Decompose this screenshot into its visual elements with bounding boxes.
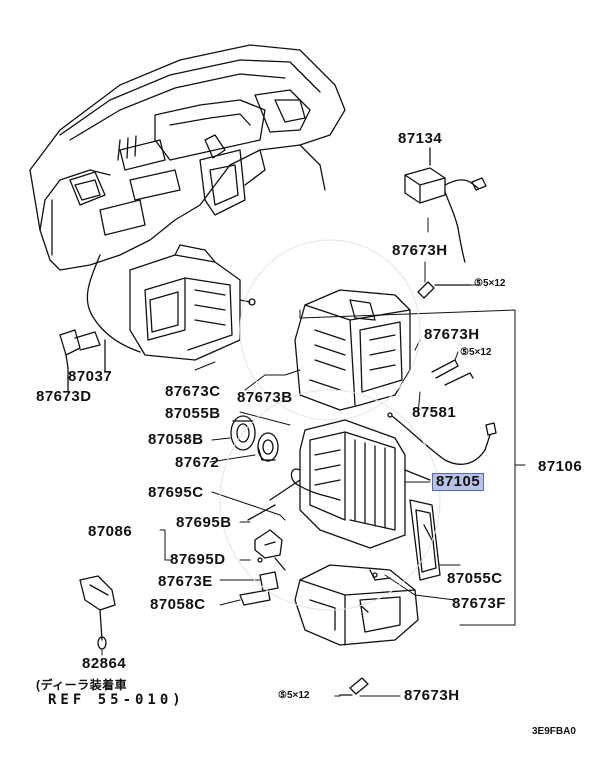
leader-lines (101, 217, 526, 697)
screws-87673h-right-drawing (431, 359, 474, 386)
cover-87055c-drawing (409, 499, 441, 581)
part-87673e-label: 87673E (158, 573, 213, 590)
part-87673h-top-label: 87673H (392, 242, 448, 259)
part-87672-label: 87672 (175, 454, 220, 471)
part-87055b-label: 87055B (165, 405, 221, 422)
part-87581-label: 87581 (412, 404, 457, 421)
drain-hose-drawing (239, 571, 279, 606)
screw-87673h-bottom-drawing (339, 677, 369, 696)
part-87695c-label: 87695C (148, 484, 204, 501)
part-87086-label: 87086 (88, 523, 133, 540)
part-82864-label: 82864 (82, 655, 127, 672)
screw-size-bottom-label: ⑤5×12 (278, 690, 310, 701)
dashboard-drawing (29, 44, 346, 271)
part-87134-label: 87134 (398, 130, 443, 147)
watermark (219, 239, 441, 611)
part-87055c-label: 87055C (447, 570, 503, 587)
part-87058c-label: 87058C (150, 596, 206, 613)
part-87058b-label: 87058B (148, 431, 204, 448)
diagram-code: 3E9FBA0 (532, 726, 576, 737)
gaskets-drawing (230, 415, 279, 462)
reference-note: REF 55-010) (48, 692, 185, 708)
part-87673d-label: 87673D (36, 388, 92, 405)
part-87037-label: 87037 (68, 368, 113, 385)
sensor-82864-drawing (79, 575, 116, 650)
screw-size-top-label: ⑤5×12 (474, 278, 506, 289)
part-87695b-label: 87695B (176, 514, 232, 531)
expansion-valve-drawing (247, 504, 286, 571)
part-87673b-label: 87673B (237, 389, 293, 406)
screw-size-right-label: ⑤5×12 (460, 347, 492, 358)
dealer-note: (ディーラ装着車 (36, 678, 128, 692)
part-87673f-label: 87673F (452, 595, 506, 612)
part-87673c-label: 87673C (165, 383, 221, 400)
part-87673h-right-label: 87673H (424, 326, 480, 343)
evaporator-case-lower-drawing (294, 564, 419, 646)
part-87106-label: 87106 (538, 458, 583, 475)
heater-unit-drawing (129, 244, 256, 361)
evaporator-case-upper-drawing (294, 289, 411, 411)
part-87673h-bottom-label: 87673H (404, 687, 460, 704)
hose-87037-drawing (59, 254, 141, 393)
evaporator-87105-drawing (269, 419, 431, 549)
screw-87673h-top-drawing (417, 281, 471, 299)
thermostat-wire-87581-drawing (387, 412, 497, 465)
resistor-87134-drawing (404, 147, 487, 263)
part-87105-label-highlighted[interactable]: 87105 (432, 473, 485, 491)
part-87695d-label: 87695D (170, 551, 226, 568)
